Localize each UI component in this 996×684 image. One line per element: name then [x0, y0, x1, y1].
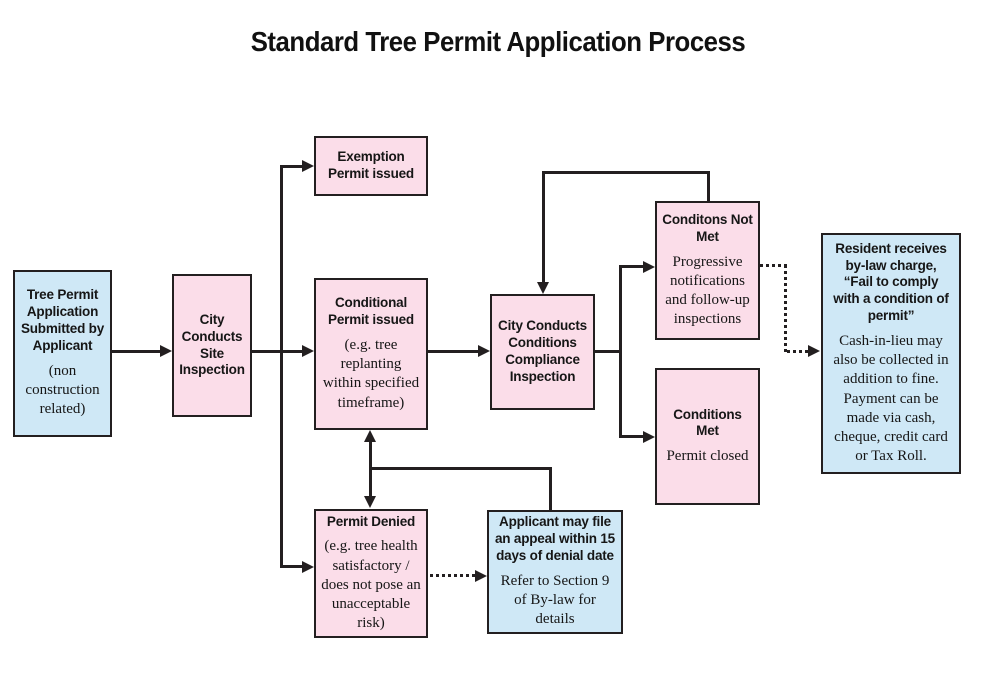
node-body: (non construction related): [25, 362, 100, 418]
node-body: (e.g. tree health satisfactory / does no…: [321, 538, 421, 632]
node-heading: City Conducts Site Inspection: [179, 311, 245, 378]
node-body: Refer to Section 9 of By-law for details: [500, 573, 610, 628]
connector-notmet-loop-up: [707, 171, 710, 202]
dotted-notmet-to-bylaw-v: [784, 265, 787, 352]
connector-notmet-loop-down: [542, 171, 545, 283]
connector-site-to-conditional: [252, 350, 304, 353]
diagram-title: Standard Tree Permit Application Process: [250, 26, 746, 57]
connector-appeal-link-vertical: [549, 467, 552, 511]
node-heading: Tree Permit Application Submitted by App…: [20, 287, 105, 354]
arrowhead-right-icon: [808, 345, 820, 357]
connector-split-vertical: [619, 265, 622, 438]
node-heading: Permit Denied: [326, 513, 416, 529]
node-site-inspection: City Conducts Site Inspection: [172, 274, 252, 417]
arrowhead-down-icon: [537, 282, 549, 294]
arrowhead-right-icon: [478, 345, 490, 357]
dotted-denied-to-appeal: [430, 574, 475, 577]
arrowhead-right-icon: [160, 345, 172, 357]
connector-compliance-out: [595, 350, 622, 353]
node-conditions-not-met: Conditons Not Met Progressive notificati…: [655, 201, 760, 340]
node-heading: Conditional Permit issued: [328, 295, 414, 328]
connector-branch-to-exemption: [281, 165, 304, 168]
arrowhead-up-icon: [364, 430, 376, 442]
node-heading: Exemption Permit issued: [328, 149, 414, 181]
connector-notmet-loop-across: [542, 171, 710, 174]
node-tree-permit-application: Tree Permit Application Submitted by App…: [13, 270, 112, 437]
arrowhead-down-icon: [364, 496, 376, 508]
node-conditions-met: Conditions Met Permit closed: [655, 368, 760, 505]
connector-split-to-met: [621, 435, 643, 438]
node-compliance-inspection: City Conducts Conditions Compliance Insp…: [490, 294, 595, 410]
connector-branch-to-denied: [281, 565, 304, 568]
dotted-notmet-to-bylaw-h1: [760, 264, 787, 267]
arrowhead-right-icon: [475, 570, 487, 582]
connector-conditional-to-compliance: [428, 350, 478, 353]
node-heading: Resident receives by-law charge, “Fail t…: [833, 240, 949, 324]
connector-appeal-link-horizontal: [370, 467, 552, 470]
arrowhead-right-icon: [302, 160, 314, 172]
dotted-notmet-to-bylaw-h2: [787, 350, 808, 353]
node-body: Progressive notifications and follow-up …: [665, 253, 750, 328]
node-bylaw-charge: Resident receives by-law charge, “Fail t…: [821, 233, 961, 474]
node-heading: Conditons Not Met: [662, 211, 753, 244]
node-body: (e.g. tree replanting within specified t…: [322, 337, 420, 411]
arrowhead-right-icon: [643, 261, 655, 273]
arrowhead-right-icon: [302, 345, 314, 357]
node-body: Cash-in-lieu may also be collected in ad…: [833, 333, 949, 465]
connector-application-to-site: [112, 350, 162, 353]
node-heading: Applicant may file an appeal within 15 d…: [495, 514, 615, 564]
arrowhead-right-icon: [302, 561, 314, 573]
node-conditional-permit: Conditional Permit issued (e.g. tree rep…: [314, 278, 428, 430]
node-heading: Conditions Met: [673, 406, 742, 439]
node-body: Permit closed: [666, 448, 749, 465]
arrowhead-right-icon: [643, 431, 655, 443]
node-heading: City Conducts Conditions Compliance Insp…: [498, 318, 587, 384]
connector-split-to-notmet: [621, 265, 643, 268]
node-appeal: Applicant may file an appeal within 15 d…: [487, 510, 623, 634]
node-permit-denied: Permit Denied (e.g. tree health satisfac…: [314, 509, 428, 638]
connector-branch-vertical: [280, 165, 283, 568]
node-exemption-permit: Exemption Permit issued: [314, 136, 428, 196]
